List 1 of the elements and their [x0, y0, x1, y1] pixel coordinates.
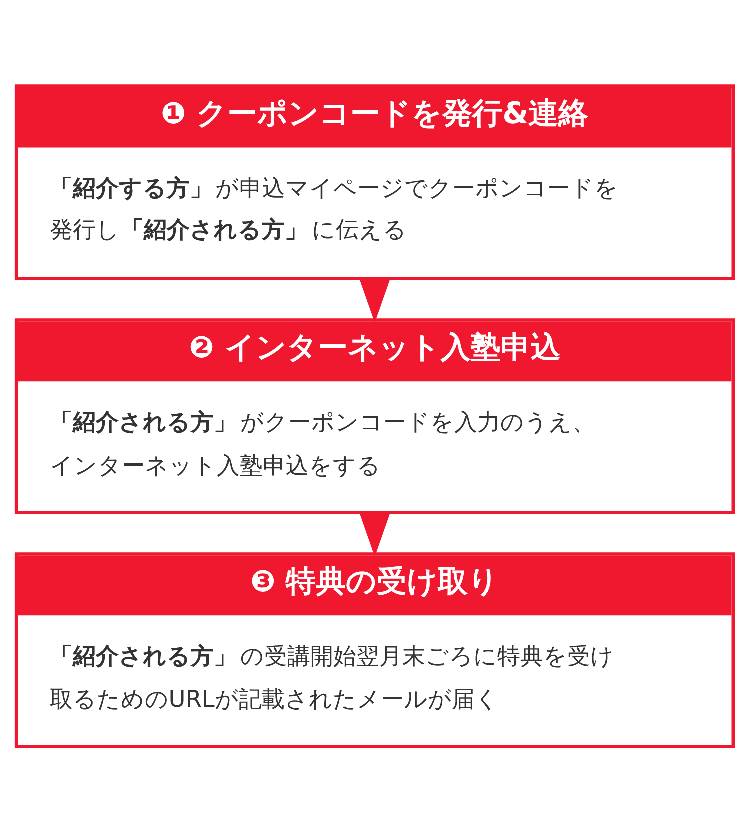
node-box: ❸ 特典の受け取り 「紹介される方」の受講開始翌月末ごろに特典を受け取るためのURLが記載されたメールが届く [14, 552, 736, 748]
